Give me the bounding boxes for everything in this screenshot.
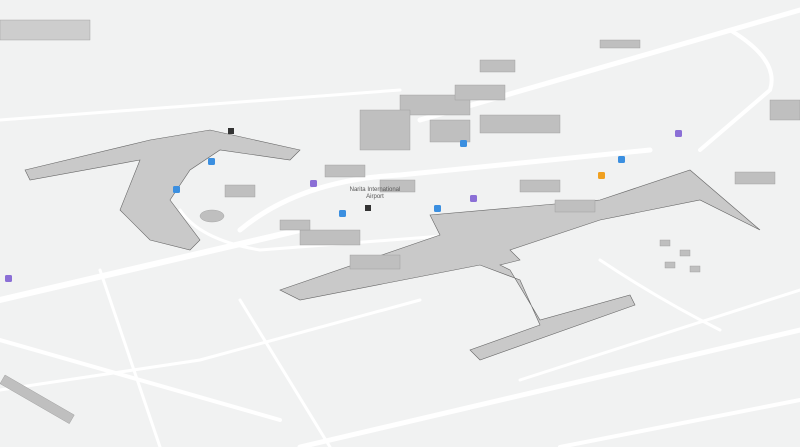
- airport-label-line2: Airport: [366, 194, 384, 200]
- shop-icon[interactable]: [470, 195, 477, 202]
- gate-marker-icon[interactable]: [365, 205, 371, 211]
- bus-stop-icon[interactable]: [618, 156, 625, 163]
- airport-label[interactable]: Narita International Airport: [335, 187, 415, 201]
- bus-stop-icon[interactable]: [208, 158, 215, 165]
- bus-stop-icon[interactable]: [434, 205, 441, 212]
- shop-icon[interactable]: [675, 130, 682, 137]
- bus-stop-icon[interactable]: [460, 140, 467, 147]
- parking-icon[interactable]: [598, 172, 605, 179]
- buildings: [0, 19, 800, 424]
- shop-icon[interactable]: [5, 275, 12, 282]
- airport-label-line1: Narita International: [349, 187, 401, 193]
- bus-stop-icon[interactable]: [173, 186, 180, 193]
- bus-stop-icon[interactable]: [339, 210, 346, 217]
- terminal-1: [24, 129, 301, 251]
- shop-icon[interactable]: [310, 180, 317, 187]
- runways-taxiways: [0, 7, 800, 447]
- poi-markers[interactable]: [5, 128, 682, 282]
- gate-marker-icon[interactable]: [228, 128, 234, 134]
